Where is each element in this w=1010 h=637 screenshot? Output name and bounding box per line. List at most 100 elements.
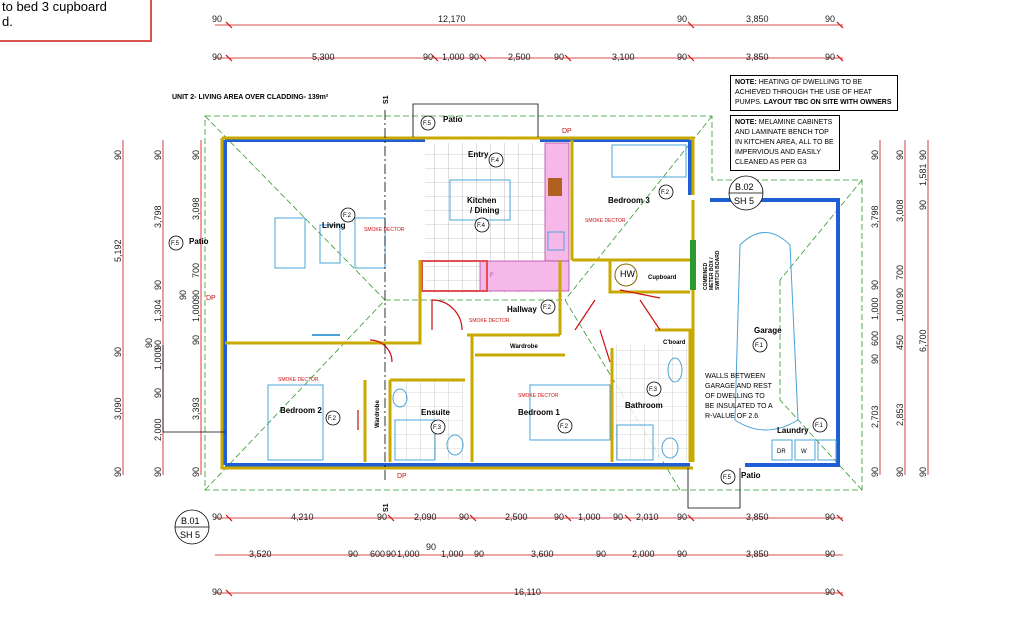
svg-text:F.4: F.4 [477, 223, 486, 229]
dim-left-inner-4: 1,000 [191, 299, 201, 322]
dim-right-mid-6: 2,853 [895, 403, 905, 426]
dim-top2-3: 1,000 [442, 52, 465, 62]
garage-note-4: BE INSULATED TO A [705, 403, 773, 410]
dim-bot1-1: 4,210 [291, 512, 314, 522]
dim-right-inner-1: 3,798 [870, 205, 880, 228]
coffee-table [319, 224, 341, 264]
section-line: S1 S1 [383, 95, 390, 512]
dim-bot1-4: 90 [459, 512, 469, 522]
dim-left-inner-3: 90 [191, 290, 201, 300]
dim-bot2-0: 3,520 [249, 549, 272, 559]
svg-text:F.4: F.4 [491, 158, 500, 164]
svg-text:F.3: F.3 [433, 425, 442, 431]
garage-note-5: R-VALUE OF 2.6 [705, 413, 758, 420]
dim-bot2-5: 90 [426, 542, 436, 552]
dim-bot2-10: 2,000 [632, 549, 655, 559]
patio-frames [162, 103, 741, 509]
dim-right-inner-3: 1,000 [870, 297, 880, 320]
washer [794, 439, 816, 461]
dim-top1-0: 90 [212, 14, 222, 24]
smoke-bed3: SMOKE DECTOR [585, 218, 626, 224]
dim-top2-0: 90 [212, 52, 222, 62]
dim-bot3-1: 16,110 [514, 587, 541, 597]
note-heating-tail: LAYOUT TBC ON SITE WITH OWNERS [763, 99, 892, 106]
svg-text:F.1: F.1 [815, 423, 824, 429]
bath-basin [667, 357, 683, 383]
label-wardrobe-bed2: Wardrobe [375, 400, 381, 428]
dim-left-mid-5: 1,000 [153, 347, 163, 370]
meter-label-1: COMBINED [703, 262, 709, 290]
dim-left-mid-0: 90 [153, 150, 163, 160]
dim-top1-1: 12,170 [438, 14, 466, 24]
dim-bot2-7: 90 [474, 549, 484, 559]
tag-bed1: F.2 [557, 418, 573, 434]
smoke-bed2: SMOKE DECTOR [278, 377, 319, 383]
room-bedroom1: Bedroom 1 [518, 408, 560, 417]
dim-left-outer-4: 90 [113, 467, 123, 477]
svg-text:F.5: F.5 [423, 121, 432, 127]
dim-right-mid-7: 90 [895, 467, 905, 477]
dim-right-outer-1: 1,581 [918, 163, 928, 186]
bed3 [611, 144, 687, 178]
svg-text:B.02: B.02 [735, 182, 754, 192]
callout-line-1: to bed 3 cupboard [2, 0, 107, 14]
dim-left-outer-1: 5,192 [113, 239, 123, 262]
svg-text:F.1: F.1 [755, 343, 764, 349]
note-cabinets-text: MELAMINE CABINETS AND LAMINATE BENCH TOP… [735, 119, 834, 166]
hob [548, 178, 562, 196]
dim-right-outer-4: 90 [918, 467, 928, 477]
dim-left-mid-8: 90 [153, 467, 163, 477]
dim-bot1-8: 90 [613, 512, 623, 522]
dim-bot2-2: 600 [370, 549, 385, 559]
dim-top2-10: 90 [825, 52, 835, 62]
note-heating-prefix: NOTE: [735, 79, 757, 86]
dim-bot1-5: 2,500 [505, 512, 528, 522]
dim-bot1-0: 90 [212, 512, 222, 522]
top-dimension-lines [122, 24, 929, 594]
svg-text:SH 5: SH 5 [734, 196, 754, 206]
dim-bot3-2: 90 [825, 587, 835, 597]
interior-walls [220, 136, 695, 470]
tub [817, 439, 837, 461]
dim-top2-9: 3,850 [746, 52, 769, 62]
dryer [771, 439, 793, 461]
label-dr: DR [777, 449, 786, 455]
bed1 [529, 384, 611, 441]
label-cboard: C'board [663, 340, 686, 346]
dim-right-outer-3: 6,700 [918, 329, 928, 352]
tag-patio-bottom: F.5 [720, 469, 736, 485]
dim-left-outer-2: 90 [113, 347, 123, 357]
dim-bot2-6: 1,000 [441, 549, 464, 559]
dim-bot2-11: 90 [677, 549, 687, 559]
svg-text:F.5: F.5 [723, 475, 732, 481]
sofa-left [274, 217, 306, 269]
tag-bed2: F.2 [325, 410, 341, 426]
kitchen-bench [544, 142, 570, 262]
patio-bottom: Patio [741, 471, 761, 480]
sofa-right [354, 217, 386, 269]
ensuite-basin [392, 388, 408, 408]
room-laundry: Laundry [777, 426, 809, 435]
comment-callout: to bed 3 cupboard d. [0, 0, 152, 42]
dp-top: DP [562, 128, 572, 135]
dim-left-outer-3: 3,090 [113, 397, 123, 420]
svg-text:F.2: F.2 [560, 424, 569, 430]
dim-top2-2: 90 [423, 52, 433, 62]
ensuite-shower [394, 419, 436, 461]
dim-bot2-12: 3,850 [746, 549, 769, 559]
svg-text:F.2: F.2 [343, 213, 352, 219]
svg-text:F.2: F.2 [328, 416, 337, 422]
garage-note-3: OF DWELLING TO [705, 393, 765, 400]
note-heating-text: HEATING OF DWELLING TO BE ACHIEVED THROU… [735, 79, 872, 106]
dim-right-mid-1: 3,008 [895, 199, 905, 222]
room-bedroom2: Bedroom 2 [280, 406, 322, 415]
dim-bot2-4: 1,000 [397, 549, 420, 559]
dim-top2-6: 90 [554, 52, 564, 62]
smoke-living: SMOKE DECTOR [364, 227, 405, 233]
room-entry: Entry [468, 150, 489, 159]
note-cabinets: NOTE: MELAMINE CABINETS AND LAMINATE BEN… [730, 115, 840, 171]
sink [547, 231, 565, 251]
room-dining: / Dining [470, 206, 499, 215]
tag-kitchen: F.4 [474, 217, 490, 233]
